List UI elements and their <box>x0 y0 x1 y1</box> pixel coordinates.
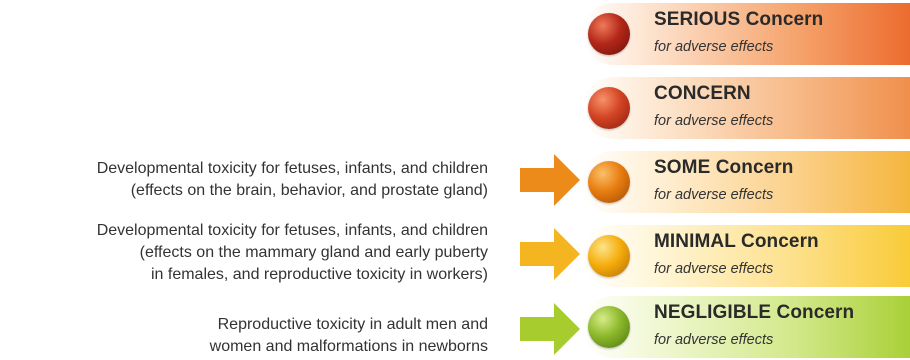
finding-line: (effects on the brain, behavior, and pro… <box>130 182 488 199</box>
minimal-concern-ball-icon <box>588 235 630 277</box>
arrow-shape <box>520 228 580 280</box>
level-subtitle: for adverse effects <box>654 39 774 55</box>
concern-ball-icon <box>588 87 630 129</box>
level-minimal-concern: MINIMAL Concern for adverse effects <box>582 225 910 287</box>
level-serious-concern: SERIOUS Concern for adverse effects <box>582 3 910 65</box>
finding-line: in females, and reproductive toxicity in… <box>150 266 488 283</box>
level-subtitle: for adverse effects <box>654 113 774 129</box>
level-title: SOME Concern <box>654 157 794 178</box>
finding-line: women and malformations in newborns <box>209 338 488 355</box>
level-title: CONCERN <box>654 83 751 104</box>
finding-minimal-concern-text: Developmental toxicity for fetuses, infa… <box>97 220 488 286</box>
some-concern-ball-icon <box>588 161 630 203</box>
level-subtitle: for adverse effects <box>654 332 774 348</box>
level-some-concern: SOME Concern for adverse effects <box>582 151 910 213</box>
level-subtitle: for adverse effects <box>654 261 774 277</box>
level-subtitle: for adverse effects <box>654 187 774 203</box>
arrow-shape <box>520 154 580 206</box>
arrow-right-icon <box>520 228 580 280</box>
level-title: NEGLIGIBLE Concern <box>654 302 855 323</box>
arrow-shape <box>520 303 580 355</box>
level-concern: CONCERN for adverse effects <box>582 77 910 139</box>
serious-concern-ball-icon <box>588 13 630 55</box>
level-title: MINIMAL Concern <box>654 231 819 252</box>
finding-line: Developmental toxicity for fetuses, infa… <box>96 160 488 177</box>
arrow-right-icon <box>520 303 580 355</box>
finding-line: Reproductive toxicity in adult men and <box>217 316 488 333</box>
level-title: SERIOUS Concern <box>654 9 824 30</box>
finding-line: Developmental toxicity for fetuses, infa… <box>96 222 488 239</box>
negligible-concern-ball-icon <box>588 306 630 348</box>
finding-line: (effects on the mammary gland and early … <box>139 244 488 261</box>
finding-negligible-concern-text: Reproductive toxicity in adult men and w… <box>210 314 488 358</box>
arrow-right-icon <box>520 154 580 206</box>
finding-some-concern-text: Developmental toxicity for fetuses, infa… <box>97 158 488 202</box>
level-negligible-concern: NEGLIGIBLE Concern for adverse effects <box>582 296 910 358</box>
